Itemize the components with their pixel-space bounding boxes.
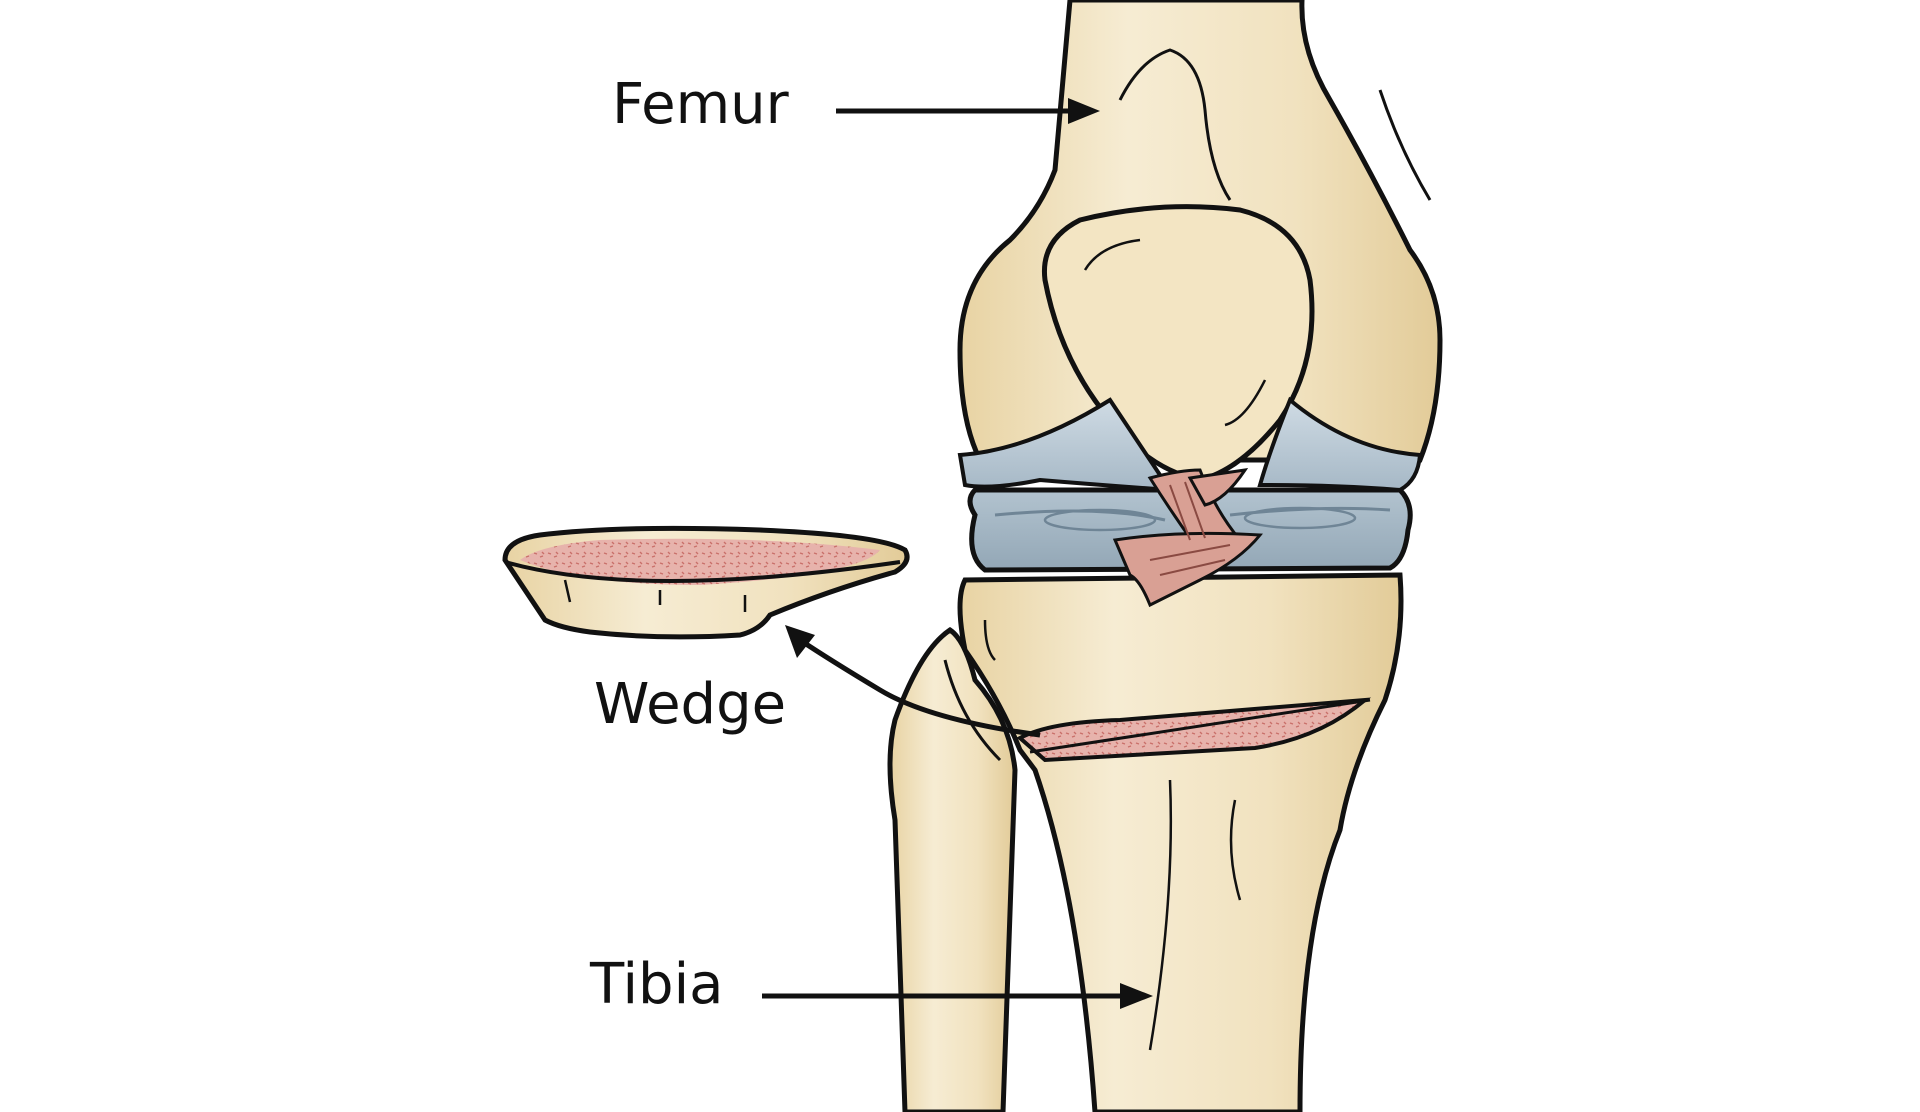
femur (957, 0, 1443, 493)
bone-wedge (502, 525, 910, 640)
wedge-arrow (785, 625, 1041, 738)
femur-label: Femur (612, 72, 789, 137)
cruciate-ligaments (1112, 468, 1263, 608)
fibula (887, 626, 1018, 1112)
femur-arrow (836, 98, 1100, 124)
tibia-label: Tibia (590, 952, 724, 1017)
tibia (957, 572, 1404, 1112)
tibia-arrow (762, 983, 1153, 1009)
wedge-label: Wedge (594, 672, 787, 737)
